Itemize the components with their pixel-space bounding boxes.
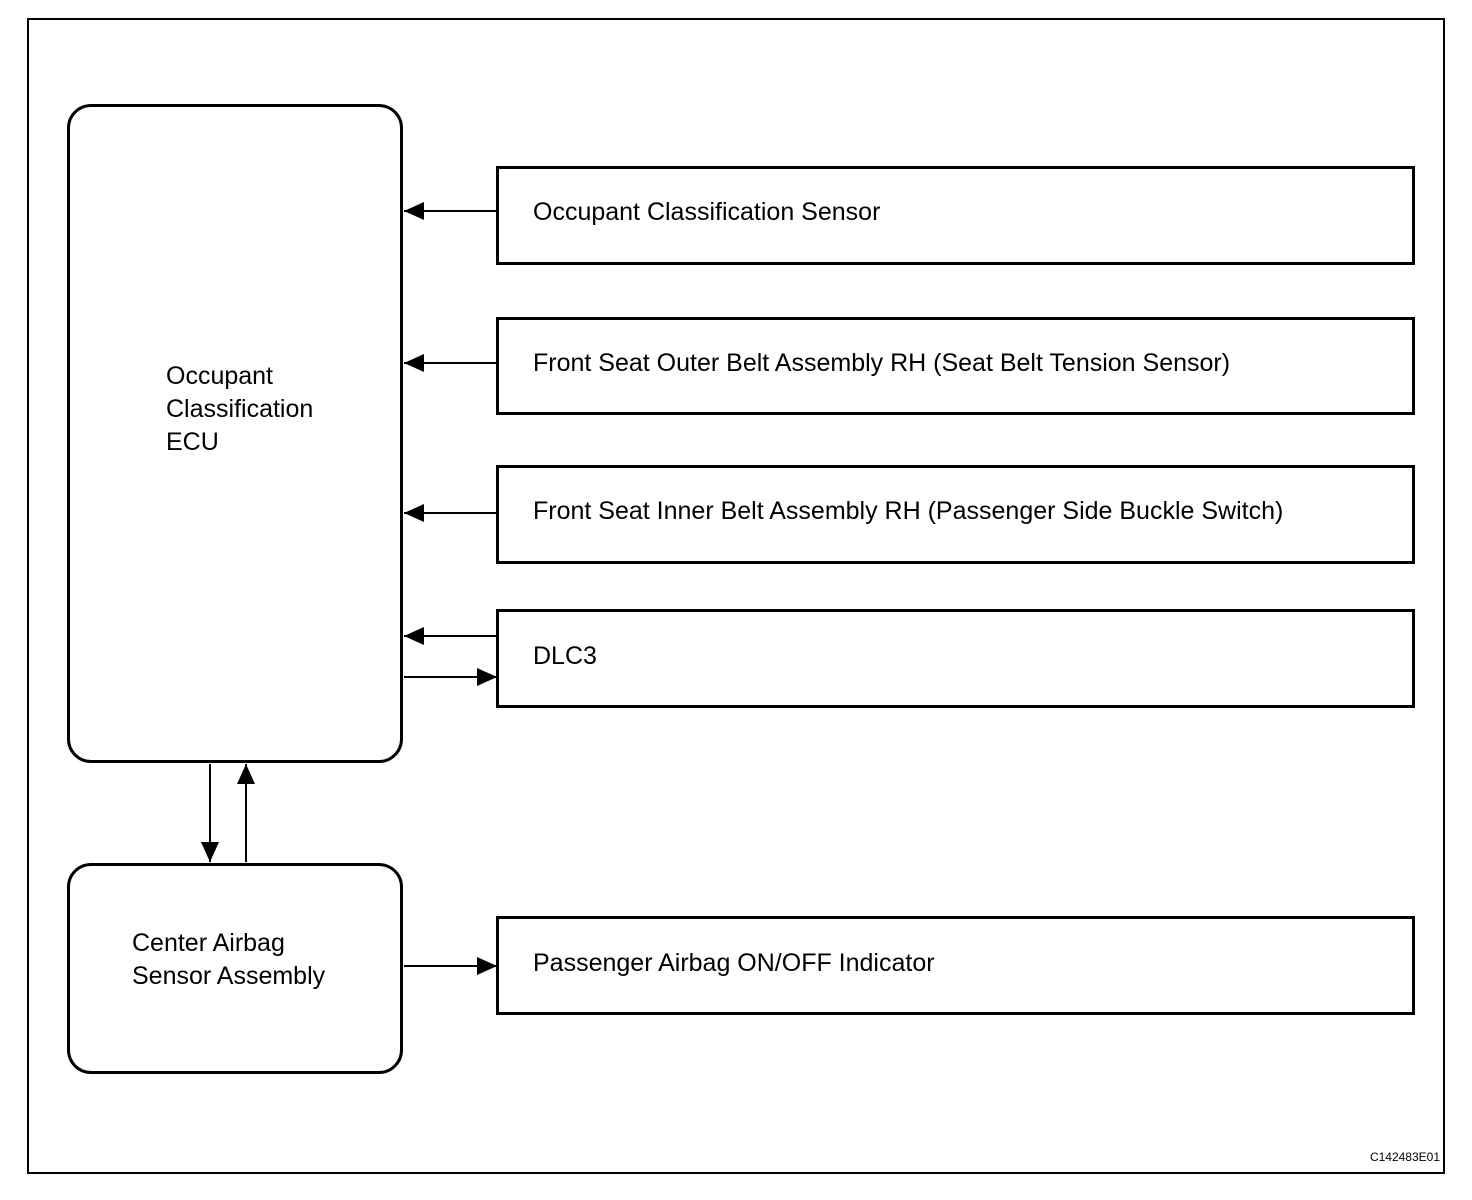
- outer-belt-box: Front Seat Outer Belt Assembly RH (Seat …: [496, 317, 1415, 415]
- airbag-sensor-label: Center Airbag Sensor Assembly: [132, 929, 326, 990]
- ecu-box: Occupant Classification ECU: [67, 104, 403, 763]
- indicator-label: Passenger Airbag ON/OFF Indicator: [533, 949, 935, 977]
- dlc3-label: DLC3: [533, 642, 597, 670]
- inner-belt-label: Front Seat Inner Belt Assembly RH (Passe…: [533, 497, 1284, 525]
- outer-belt-label: Front Seat Outer Belt Assembly RH (Seat …: [533, 349, 1231, 377]
- reference-code: C142483E01: [1369, 1150, 1440, 1164]
- indicator-box: Passenger Airbag ON/OFF Indicator: [496, 916, 1415, 1015]
- airbag-sensor-box: Center Airbag Sensor Assembly: [67, 863, 403, 1074]
- diagram-frame: [27, 18, 1445, 1174]
- dlc3-box: DLC3: [496, 609, 1415, 708]
- occupant-sensor-label: Occupant Classification Sensor: [533, 198, 881, 226]
- inner-belt-box: Front Seat Inner Belt Assembly RH (Passe…: [496, 465, 1415, 564]
- occupant-sensor-box: Occupant Classification Sensor: [496, 166, 1415, 265]
- ecu-label: Occupant Classification ECU: [166, 362, 314, 456]
